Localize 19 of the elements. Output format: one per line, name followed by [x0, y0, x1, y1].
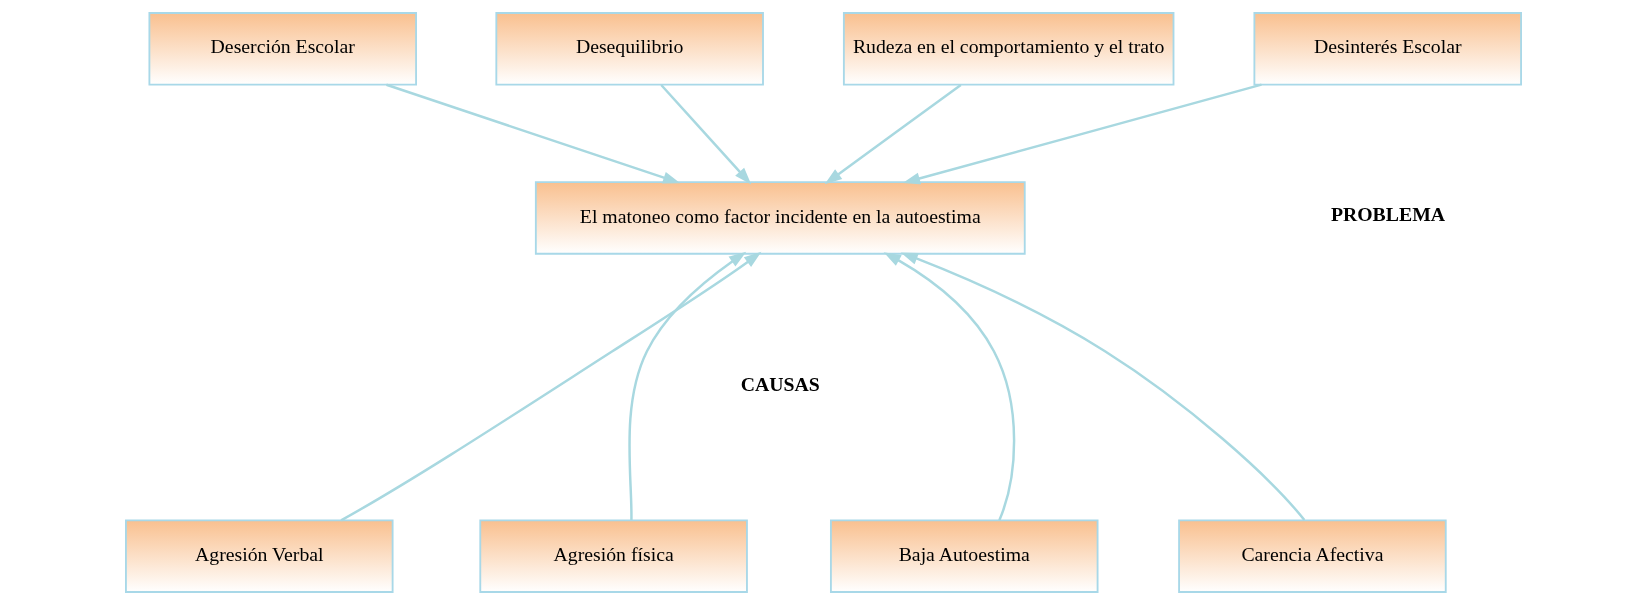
arrow	[659, 84, 751, 185]
arrow	[883, 252, 1015, 521]
node-box: Baja Autoestima	[829, 519, 1098, 593]
node-box: Rudeza en el comportamiento y el trato	[842, 12, 1174, 86]
node-box: Desinterés Escolar	[1252, 12, 1522, 86]
arrow	[902, 83, 1262, 185]
node-box: Carencia Afectiva	[1177, 519, 1447, 593]
arrow	[340, 251, 761, 522]
label: CAUSAS	[740, 372, 820, 395]
node-box: El matoneo como factor incidente en la autoestima	[534, 181, 1026, 255]
node-box: Deserción Escolar	[147, 12, 417, 86]
node-box: Agresión física	[478, 519, 748, 593]
label: PROBLEMA	[1330, 203, 1445, 226]
arrow	[627, 251, 746, 521]
node-box: Desequilibrio	[494, 12, 764, 86]
arrow	[900, 252, 1305, 521]
arrow	[385, 83, 680, 184]
node-box: Agresión Verbal	[124, 519, 394, 593]
arrow	[824, 83, 962, 185]
